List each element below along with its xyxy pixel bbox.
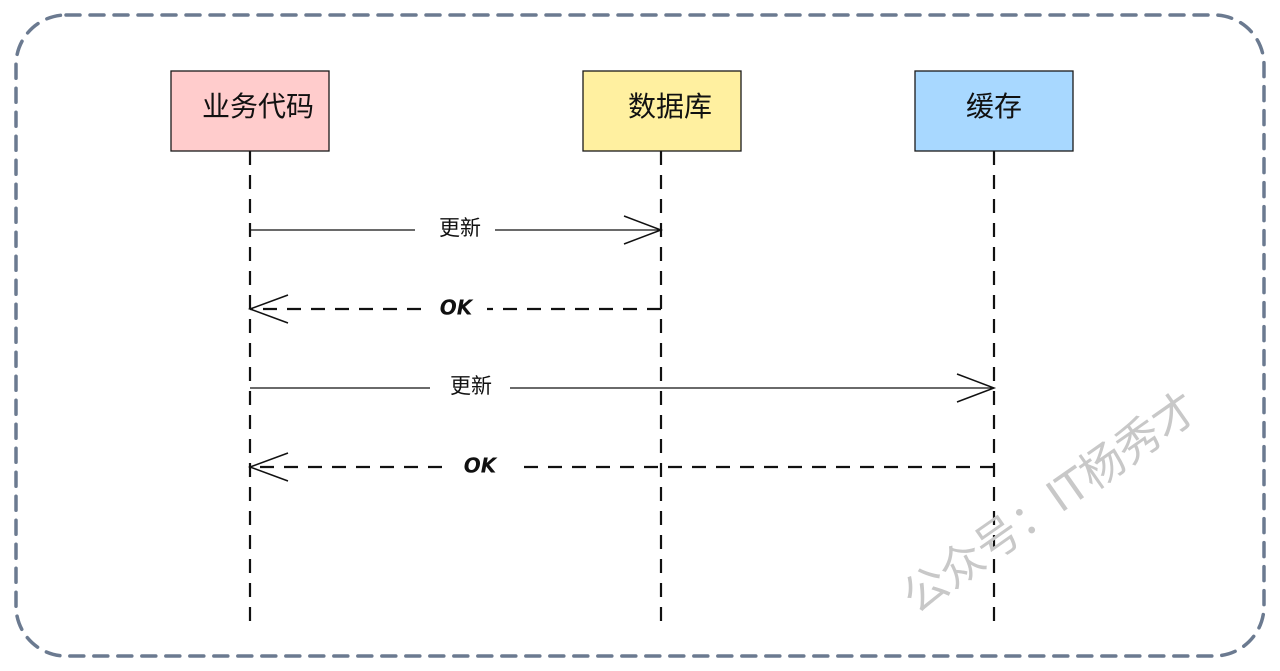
message-ok-db: OK xyxy=(247,294,661,324)
participant-biz-label: 业务代码 xyxy=(202,90,314,123)
message-label: OK xyxy=(440,296,474,320)
arrowhead-left-icon xyxy=(247,294,289,324)
participant-cache-label: 缓存 xyxy=(966,90,1022,123)
participant-biz: 业务代码 xyxy=(170,70,330,152)
arrowhead-right-icon xyxy=(956,373,997,403)
arrowhead-left-icon xyxy=(247,452,289,482)
message-label: OK xyxy=(464,454,498,478)
participant-cache: 缓存 xyxy=(914,70,1074,152)
watermark: 公众号：IT杨秀才 xyxy=(893,382,1207,623)
message-label: 更新 xyxy=(450,374,492,398)
message-update-db: 更新 xyxy=(250,214,664,246)
diagram-frame xyxy=(14,13,1266,658)
participant-db-label: 数据库 xyxy=(628,90,712,123)
message-update-cache: 更新 xyxy=(250,372,997,404)
participant-db: 数据库 xyxy=(582,70,742,152)
arrowhead-right-icon xyxy=(623,215,664,245)
message-label: 更新 xyxy=(439,216,481,240)
message-ok-cache: OK xyxy=(247,452,994,482)
